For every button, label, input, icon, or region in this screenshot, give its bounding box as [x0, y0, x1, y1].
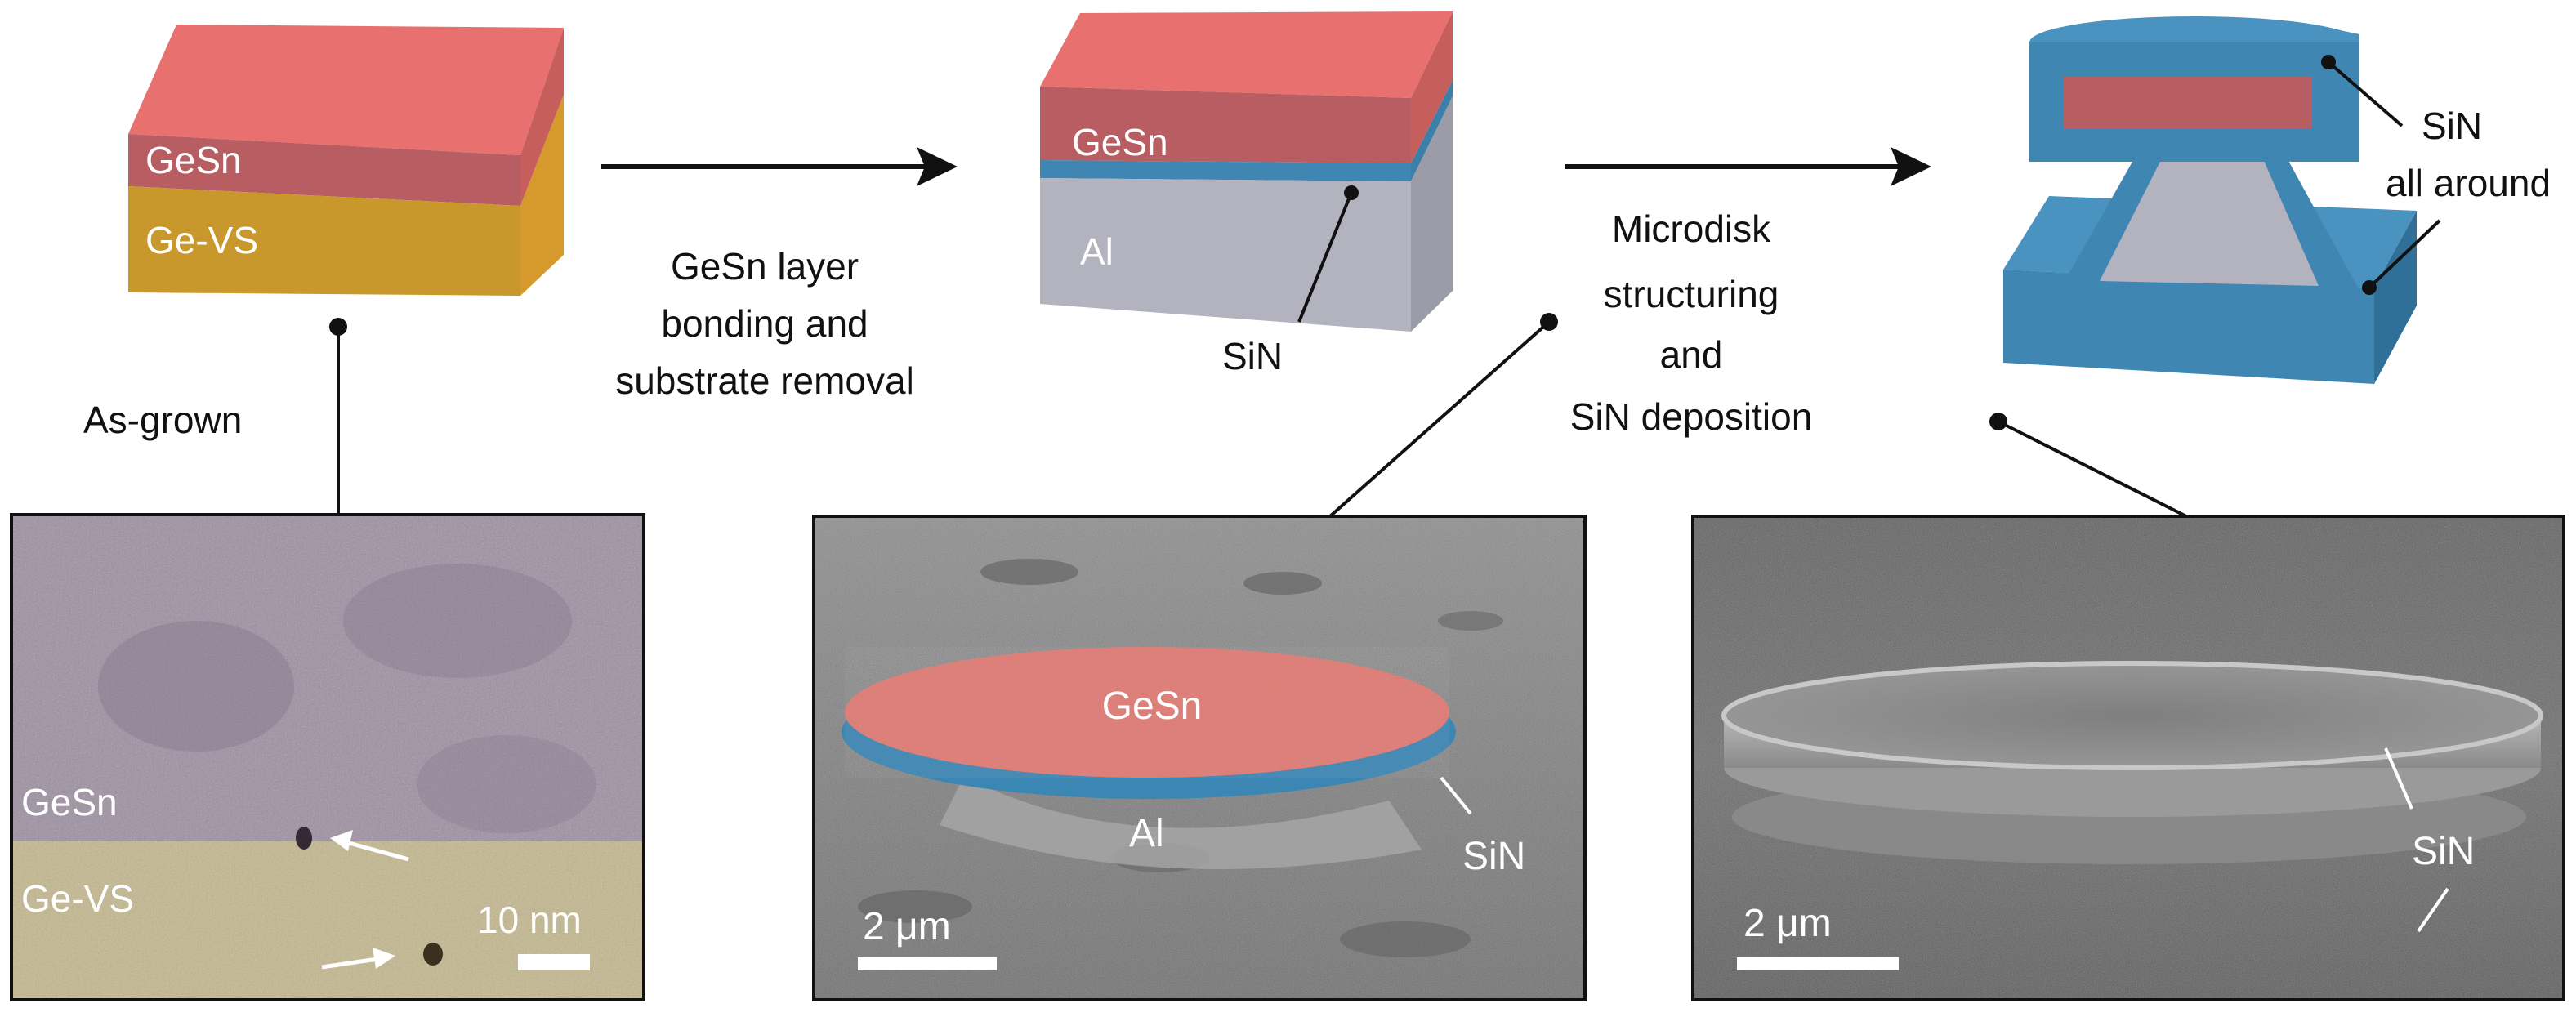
block3-callout-leader-top [2327, 60, 2404, 127]
block2-sin-label: SiN [1222, 335, 1283, 377]
block-microdisk: SiN all around [2003, 16, 2551, 384]
block1-top-face [128, 25, 564, 155]
sem2-sin-pointer-1 [2384, 747, 2413, 810]
block2-al-front [1040, 178, 1411, 332]
step2-line4: SiN deposition [1570, 395, 1813, 438]
sem1-al-label: Al [1129, 812, 1164, 855]
sem1-leader [1328, 320, 1551, 518]
block2-gesn-side [1411, 11, 1453, 163]
step2-line2: structuring [1604, 273, 1779, 315]
step2-caption: Microdisk structuring and SiN deposition [1570, 207, 1813, 438]
arrow-step2 [1565, 147, 1931, 186]
step1-line1: GeSn layer [671, 245, 859, 288]
block3-base-front [2003, 270, 2374, 384]
block1-gevs-label: Ge-VS [145, 219, 258, 261]
sem1-al-pedestal [940, 776, 1422, 869]
block2-gesn-front [1040, 87, 1411, 163]
sem1-sin-label: SiN [1462, 835, 1525, 878]
step1-line2: bonding and [661, 302, 868, 345]
tem-arrow-2 [321, 957, 378, 970]
tem-gevs-label: Ge-VS [21, 877, 134, 920]
block1-gesn-front [128, 134, 520, 206]
sem2-disk-top [1724, 663, 2541, 768]
step1-caption: GeSn layer bonding and substrate removal [615, 245, 914, 402]
tem-scale-label: 10 nm [477, 899, 582, 941]
tem-gesn-label: GeSn [21, 781, 118, 823]
block2-sin-side [1411, 80, 1453, 181]
block2-al-side [1411, 96, 1453, 332]
block3-disk-gesn [2064, 77, 2312, 129]
block1-gevs-front [128, 186, 520, 296]
block2-top-face [1040, 11, 1453, 98]
as-grown-label: As-grown [83, 399, 242, 441]
tem-scale-bar [518, 954, 590, 970]
block1-gesn-side [520, 28, 564, 206]
block3-all-around-label: all around [2386, 162, 2551, 204]
block3-pedestal-al [2100, 155, 2319, 286]
sem1-panel: GeSn Al SiN 2 μm [812, 515, 1587, 1001]
block-bonded: GeSn Al SiN [1040, 11, 1453, 377]
sem2-leader [1998, 420, 2187, 518]
sem1-scale-label: 2 μm [863, 905, 951, 948]
block2-sin-front [1040, 160, 1411, 181]
sem2-scale-label: 2 μm [1743, 902, 1832, 945]
sem2-scale-bar [1737, 957, 1899, 970]
step1-line3: substrate removal [615, 359, 914, 402]
step2-line1: Microdisk [1612, 207, 1771, 250]
sem1-scale-bar [858, 957, 997, 970]
block-as-grown: GeSn Ge-VS [128, 25, 564, 296]
block3-sin-label: SiN [2422, 105, 2482, 147]
block3-callout-leader-bottom [2368, 219, 2441, 289]
step2-line3: and [1660, 333, 1723, 376]
block2-sin-leader [1297, 192, 1353, 323]
block1-gevs-side [520, 95, 564, 296]
sem1-sin-pointer [1440, 776, 1472, 815]
sem2-sin-label: SiN [2412, 830, 2475, 873]
sem1-gesn-label: GeSn [1102, 685, 1203, 728]
tem-arrow-1 [342, 839, 409, 862]
arrow-step1 [601, 147, 958, 186]
sem2-panel: SiN 2 μm [1691, 515, 2565, 1001]
sem2-sin-pointer-2 [2417, 887, 2449, 933]
block2-gesn-label: GeSn [1072, 121, 1168, 163]
tem-panel: GeSn Ge-VS 10 nm [10, 513, 645, 1001]
block2-al-label: Al [1080, 230, 1114, 273]
block1-gesn-label: GeSn [145, 139, 242, 181]
